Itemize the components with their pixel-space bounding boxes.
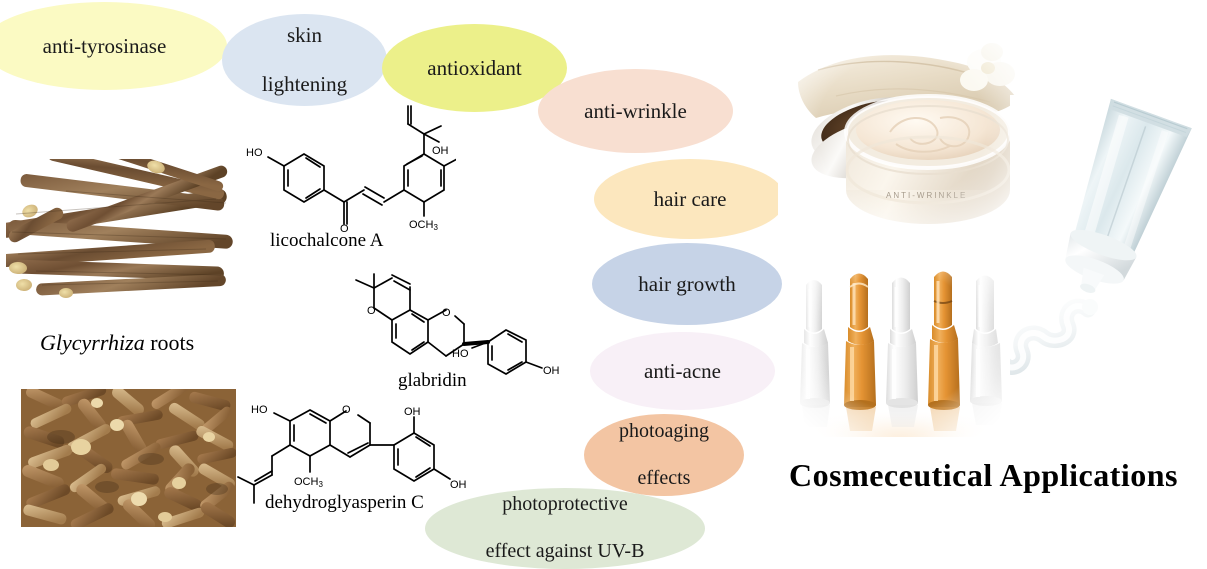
atom-label-HO: HO — [246, 147, 263, 159]
atom-label-O-right: O — [442, 307, 451, 319]
bubble-anti-tyrosinase: anti-tyrosinase — [0, 2, 227, 90]
atom-label-OH: OH — [543, 365, 560, 377]
structure-licochalcone-a: HO OH O OCH3 licochalcone A — [236, 104, 456, 251]
bubble-label: hair care — [653, 186, 727, 211]
atom-label-HO: HO — [251, 404, 268, 416]
bubble-label: photoaging effects — [619, 420, 709, 491]
bubble-anti-wrinkle: anti-wrinkle — [538, 69, 733, 153]
bubble-label-line1: photoaging — [619, 419, 709, 442]
bubble-label: anti-acne — [644, 358, 721, 383]
bubble-photoprotective-uvb: photoprotective effect against UV-B — [425, 488, 705, 569]
photo-cream-tube — [996, 95, 1207, 425]
bubble-skin-lightening: skin lightening — [222, 14, 387, 106]
structure-label-licochalcone-a: licochalcone A — [270, 230, 384, 251]
atom-label-O: O — [342, 404, 351, 416]
bubble-antioxidant: antioxidant — [382, 24, 567, 112]
atom-label-O-left: O — [367, 305, 376, 317]
caption-rest: roots — [144, 330, 195, 355]
atom-label-HO: HO — [452, 348, 469, 360]
bubble-label: antioxidant — [427, 55, 522, 80]
bubble-label: skin lightening — [262, 23, 347, 97]
structure-label-dehydroglyasperin-c: dehydroglyasperin C — [265, 492, 424, 513]
bubble-label: photoprotective effect against UV-B — [486, 493, 645, 564]
atom-label-OCH3: OCH3 — [409, 219, 438, 232]
bubble-hair-growth: hair growth — [592, 243, 782, 325]
atom-label-OCH3: OCH3 — [294, 476, 323, 489]
page-title: Cosmeceutical Applications — [789, 457, 1178, 493]
bubble-hair-care: hair care — [594, 159, 786, 239]
bubble-label: hair growth — [638, 271, 736, 296]
bubble-anti-acne: anti-acne — [590, 332, 775, 410]
bubble-label: anti-tyrosinase — [42, 33, 167, 58]
bubble-label-line2: lightening — [261, 72, 348, 97]
caption-glycyrrhiza-roots: Glycyrrhiza roots — [40, 330, 194, 356]
photo-cosmetic-cream-jar: Y&F ANTI-WRINKLE — [778, 22, 1026, 234]
bubble-label: anti-wrinkle — [584, 98, 687, 123]
photo-glycyrrhiza-roots-sticks — [6, 159, 233, 306]
atom-label-OH-top: OH — [404, 406, 421, 418]
bubble-photoaging-effects: photoaging effects — [584, 414, 744, 496]
structure-glabridin: O O HO OH glabridin — [330, 268, 595, 391]
photo-glycyrrhiza-roots-chips — [21, 389, 236, 527]
photo-serum-ampoules — [792, 243, 1008, 445]
structure-dehydroglyasperin-c: HO O OH OCH3 OH dehydroglyasperin C — [234, 393, 479, 518]
bubble-label-line2: effect against UV-B — [485, 540, 645, 563]
caption-genus: Glycyrrhiza — [40, 330, 145, 355]
atom-label-OH-bottom: OH — [450, 479, 467, 491]
bubble-label-line2: effects — [637, 466, 691, 489]
atom-label-OH: OH — [432, 145, 449, 157]
bubble-label-line1: photoprotective — [502, 493, 628, 516]
structure-label-glabridin: glabridin — [398, 370, 467, 391]
atom-label-O: O — [340, 223, 349, 234]
bubble-label-line1: skin — [286, 22, 322, 47]
